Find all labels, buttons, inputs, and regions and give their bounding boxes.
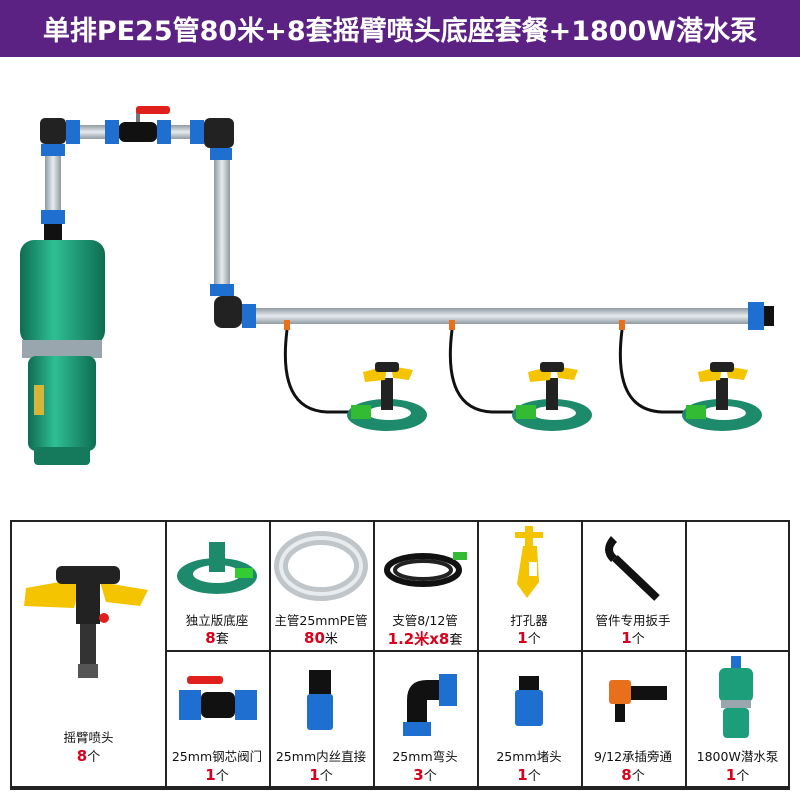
branch-hose-icon — [384, 552, 467, 587]
item-name: 摇臂喷头 — [63, 730, 114, 745]
pe-pipe-coil-icon — [274, 531, 368, 601]
empty-cell — [685, 522, 790, 652]
item-qty: 1个 — [517, 629, 541, 647]
item-name: 25mm弯头 — [392, 749, 458, 764]
item-ball-valve: 25mm钢芯阀门 1个 — [165, 650, 271, 788]
item-name: 1800W潜水泵 — [696, 749, 779, 764]
item-qty: 8套 — [205, 629, 229, 647]
branch-sprinkler — [448, 320, 592, 431]
bypass-connector-icon — [609, 680, 667, 722]
item-name: 25mm内丝直接 — [275, 749, 367, 764]
package-contents-grid: 摇臂喷头 8个 独立版底座 8套 主管25mmPE管 80米 支管8/12管 1… — [10, 520, 790, 790]
elbow-icon — [403, 674, 457, 736]
item-qty: 1个 — [517, 766, 541, 784]
item-branch-hose: 支管8/12管 1.2米x8套 — [373, 522, 479, 652]
elbow-fitting-top-left — [40, 118, 80, 156]
female-connector-icon — [307, 670, 333, 730]
item-elbow: 25mm弯头 3个 — [373, 650, 479, 788]
item-sprinkler-base: 独立版底座 8套 — [165, 522, 271, 652]
branch-sprinkler — [618, 320, 762, 431]
item-name: 9/12承插旁通 — [593, 749, 673, 764]
item-name: 管件专用扳手 — [595, 613, 671, 628]
submersible-pump-icon — [719, 656, 753, 738]
item-qty: 1个 — [725, 766, 750, 784]
item-bypass: 9/12承插旁通 8个 — [581, 650, 687, 788]
item-hole-punch: 打孔器 1个 — [477, 522, 583, 652]
rocker-sprinkler-icon — [24, 566, 148, 678]
item-qty: 1个 — [309, 766, 333, 784]
item-qty: 80米 — [304, 629, 338, 647]
item-name: 25mm钢芯阀门 — [171, 749, 263, 764]
item-pump: 1800W潜水泵 1个 — [685, 650, 790, 788]
item-qty: 1.2米x8套 — [387, 630, 463, 648]
item-name: 独立版底座 — [185, 613, 249, 628]
item-rocker-sprinkler: 摇臂喷头 8个 — [12, 522, 167, 788]
title-banner: 单排PE25管80米+8套摇臂喷头底座套餐+1800W潜水泵 — [0, 0, 800, 57]
system-diagram — [20, 106, 774, 465]
sprinkler-base-icon — [177, 542, 257, 594]
elbow-fitting-top-right — [190, 118, 234, 160]
item-name: 打孔器 — [510, 613, 548, 628]
item-name: 25mm堵头 — [496, 749, 562, 764]
branch-sprinkler — [283, 320, 427, 431]
item-wrench: 管件专用扳手 1个 — [581, 522, 687, 652]
item-qty: 1个 — [621, 629, 645, 647]
item-female-connector: 25mm内丝直接 1个 — [269, 650, 375, 788]
end-cap-fitting — [748, 302, 774, 330]
item-qty: 3个 — [413, 766, 437, 784]
end-cap-icon — [515, 676, 543, 726]
item-end-cap: 25mm堵头 1个 — [477, 650, 583, 788]
main-horizontal-pipe — [240, 308, 760, 324]
ball-valve-icon — [179, 676, 257, 720]
vertical-pipe-right — [214, 150, 230, 290]
ball-valve-top — [105, 106, 171, 144]
wrench-icon — [605, 536, 660, 601]
item-pe-pipe: 主管25mmPE管 80米 — [269, 522, 375, 652]
item-qty: 8个 — [76, 747, 101, 765]
submersible-pump — [20, 240, 105, 465]
banner-title: 单排PE25管80米+8套摇臂喷头底座套餐+1800W潜水泵 — [42, 16, 758, 47]
vertical-pipe-left — [45, 150, 61, 220]
hole-punch-icon — [515, 526, 543, 598]
elbow-fitting-bottom — [210, 284, 256, 328]
item-qty: 8个 — [621, 766, 645, 784]
pump-connector — [41, 210, 65, 242]
item-name: 支管8/12管 — [392, 613, 458, 628]
item-qty: 1个 — [205, 766, 229, 784]
item-name: 主管25mmPE管 — [274, 613, 368, 628]
